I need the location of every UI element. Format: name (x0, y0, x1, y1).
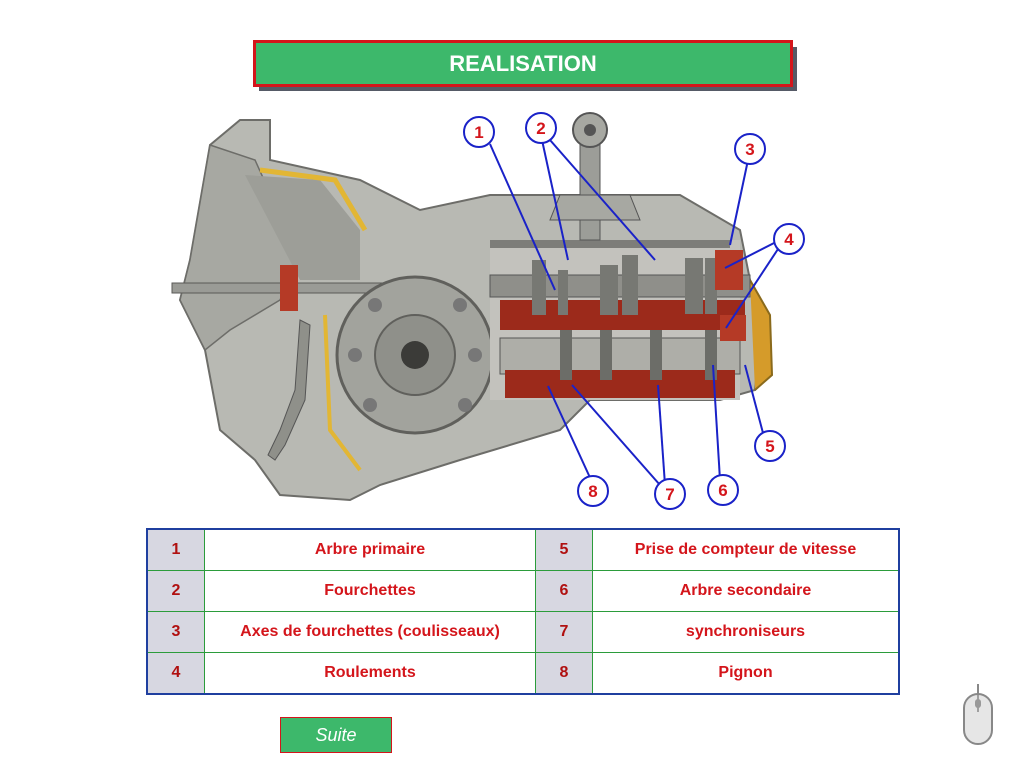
table-row: 4 Roulements 8 Pignon (146, 652, 900, 695)
legend-number: 8 (535, 652, 593, 695)
callout-lines (489, 139, 781, 486)
table-row: 2 Fourchettes 6 Arbre secondaire (146, 570, 900, 612)
legend-label: Prise de compteur de vitesse (592, 528, 900, 571)
legend-number: 1 (146, 528, 205, 571)
legend-number: 7 (535, 611, 593, 653)
legend-table: 1 Arbre primaire 5 Prise de compteur de … (146, 528, 900, 695)
legend-number: 3 (146, 611, 205, 653)
clutch-fork (267, 319, 311, 461)
legend-number: 5 (535, 528, 593, 571)
legend-label: Fourchettes (204, 570, 536, 612)
gear-cluster (489, 240, 751, 400)
legend-label: synchroniseurs (592, 611, 900, 653)
table-row: 3 Axes de fourchettes (coulisseaux) 7 sy… (146, 611, 900, 653)
legend-label: Axes de fourchettes (coulisseaux) (204, 611, 536, 653)
differential (335, 275, 495, 435)
legend-label: Arbre primaire (204, 528, 536, 571)
mouse-icon[interactable] (958, 684, 998, 748)
table-row: 1 Arbre primaire 5 Prise de compteur de … (146, 528, 900, 571)
page-title: REALISATION (253, 40, 793, 87)
input-shaft (171, 282, 383, 294)
legend-label: Roulements (204, 652, 536, 695)
legend-number: 4 (146, 652, 205, 695)
suite-button[interactable]: Suite (280, 717, 392, 753)
legend-number: 2 (146, 570, 205, 612)
legend-label: Arbre secondaire (592, 570, 900, 612)
legend-number: 6 (535, 570, 593, 612)
input-bearing (280, 265, 298, 311)
legend-label: Pignon (592, 652, 900, 695)
gearbox-diagram (171, 112, 781, 502)
